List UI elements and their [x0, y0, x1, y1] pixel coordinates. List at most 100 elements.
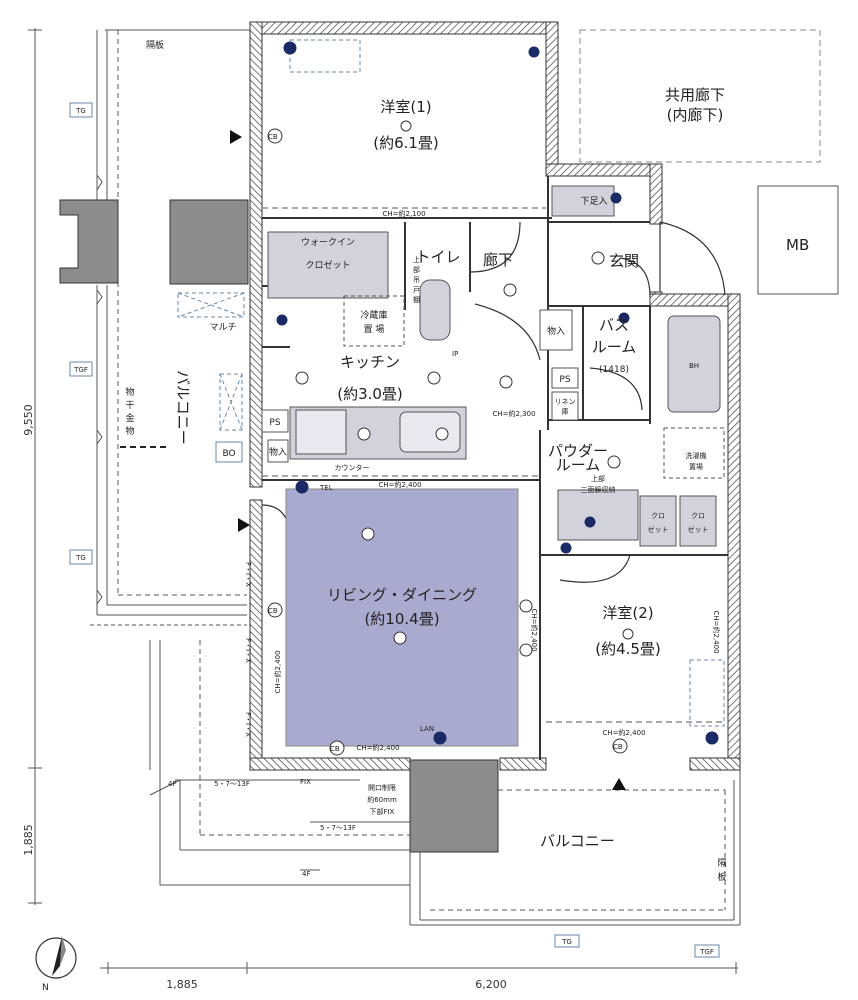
opening-1: 開口制限: [368, 783, 396, 792]
linen-label-1: リネン: [555, 398, 576, 406]
floor-5-13f-2: 5・7～13F: [320, 824, 356, 832]
vanity: [557, 489, 639, 541]
ps-label-1: PS: [269, 418, 280, 428]
balcony-side-label: バルコニー: [174, 370, 192, 445]
hardware-label: 物 干 金 物: [125, 386, 134, 437]
closet-2: [679, 495, 717, 547]
svg-text:金: 金: [125, 412, 134, 424]
tag-tgf-1: TGF: [73, 366, 88, 374]
floor-4f-2: 4F: [302, 870, 310, 878]
fridge-label-2: 置 場: [364, 323, 385, 335]
column-south: [409, 759, 499, 853]
entry-arrow-2: [238, 518, 250, 532]
ip-label: IP: [452, 350, 458, 358]
bo-label: BO: [222, 449, 235, 459]
bath-label-2: ルーム: [592, 338, 637, 356]
rail-marks: [96, 174, 103, 605]
kitchen-size: (約3.0畳): [337, 385, 403, 403]
stove: [295, 409, 347, 455]
mb-label: MB: [786, 236, 809, 254]
mb-room: [757, 185, 839, 295]
outlet-icons: [276, 41, 719, 745]
partition-top: 隔板: [146, 39, 164, 51]
partition-south-1: 隔: [717, 858, 726, 869]
fix-2: F・I・X: [244, 638, 252, 663]
svg-text:戸: 戸: [413, 286, 420, 294]
walkin-label-1: ウォークイン: [301, 237, 355, 248]
mirror-label-1: 上部: [591, 474, 605, 483]
floor-4f-1: 4F: [168, 780, 176, 788]
balcony-south-label: バルコニー: [540, 832, 615, 850]
sink: [399, 411, 461, 453]
floor-5-13f-1: 5・7～13F: [214, 780, 250, 788]
living-size: (約10.4畳): [364, 610, 439, 628]
common-corridor: [579, 29, 821, 163]
fix-text: FIX: [300, 778, 311, 786]
ch-2400-right: CH=約2,400: [530, 608, 539, 651]
tel-label: TEL: [319, 484, 333, 492]
storage-box-2: [267, 439, 289, 463]
closet-w1: [289, 39, 361, 73]
closet-label-2b: ゼット: [688, 525, 709, 534]
powder-label-1: パウダー: [548, 442, 608, 460]
svg-text:物: 物: [125, 386, 134, 398]
ps-box-1: [261, 409, 289, 433]
cb-label-1: CB: [268, 133, 278, 141]
western1-name: 洋室(1): [380, 98, 431, 116]
balcony-side-text: バルコニー: [174, 370, 192, 445]
partition-south-2: 板: [717, 871, 726, 883]
fix-1: F・I・X: [244, 562, 252, 587]
toilet-label: トイレ: [415, 248, 460, 266]
washer-label-1: 洗濯機: [686, 451, 707, 460]
interior-walls: [262, 176, 728, 760]
living-dining-floor: [285, 488, 519, 747]
dimension-left-top: 9,550: [22, 404, 35, 436]
bath-label-3: (1418): [599, 365, 629, 375]
bo-unit: [219, 373, 243, 431]
tag-tg-2: TG: [75, 554, 86, 562]
north-label: N: [42, 983, 49, 993]
lan-label: LAN: [420, 725, 434, 733]
ps-box-2: [551, 367, 579, 389]
north-arrow-icon: [35, 936, 77, 979]
glass-tags: [69, 102, 720, 958]
ch-2400-left: CH=約2,400: [273, 650, 282, 693]
hallway-label: 廊下: [483, 251, 513, 269]
cb-label-4: CB: [613, 743, 623, 751]
door-swings: [261, 221, 726, 583]
cb-label-3: CB: [330, 745, 340, 753]
opening-2: 約60mm: [367, 795, 397, 804]
svg-text:部: 部: [413, 265, 420, 274]
light-fixtures: [295, 120, 634, 657]
ch-2400-w2: CH=約2,400: [602, 728, 645, 737]
closet-label-1b: ゼット: [648, 525, 669, 534]
dimension-lines: [28, 28, 738, 974]
svg-text:干: 干: [125, 400, 134, 411]
fridge-area: [343, 295, 405, 347]
ch-2400-top: CH=約2,400: [378, 480, 421, 489]
opening-3: 下部FIX: [370, 807, 395, 816]
closet-1: [639, 495, 677, 547]
fridge-label-1: 冷蔵庫: [360, 309, 387, 321]
cb-label-2: CB: [268, 607, 278, 615]
corridor-sub: (内廊下): [667, 106, 724, 124]
ch-2400-w2-side: CH=約2,400: [712, 610, 721, 653]
tag-tg-1: TG: [75, 107, 86, 115]
exterior-walls: [249, 21, 741, 771]
west-balcony: [90, 29, 410, 886]
south-balcony: [409, 770, 741, 926]
ch-2400-bottom: CH=約2,400: [356, 743, 399, 752]
entry-arrow-1: [230, 130, 242, 144]
counter-label: カウンター: [335, 463, 370, 472]
multi-label: マルチ: [209, 322, 236, 333]
shoe-storage-label: 下足入: [580, 196, 607, 207]
tag-tg-3: TG: [561, 938, 572, 946]
living-name: リビング・ダイニング: [327, 586, 477, 604]
toilet-bowl: [419, 279, 451, 341]
bh-label: BH: [689, 362, 699, 370]
kitchen-name: キッチン: [340, 353, 400, 371]
dimension-left-bottom: 1,885: [22, 824, 35, 856]
linen-cabinet: [551, 391, 579, 421]
tag-tgf-2: TGF: [699, 948, 714, 956]
